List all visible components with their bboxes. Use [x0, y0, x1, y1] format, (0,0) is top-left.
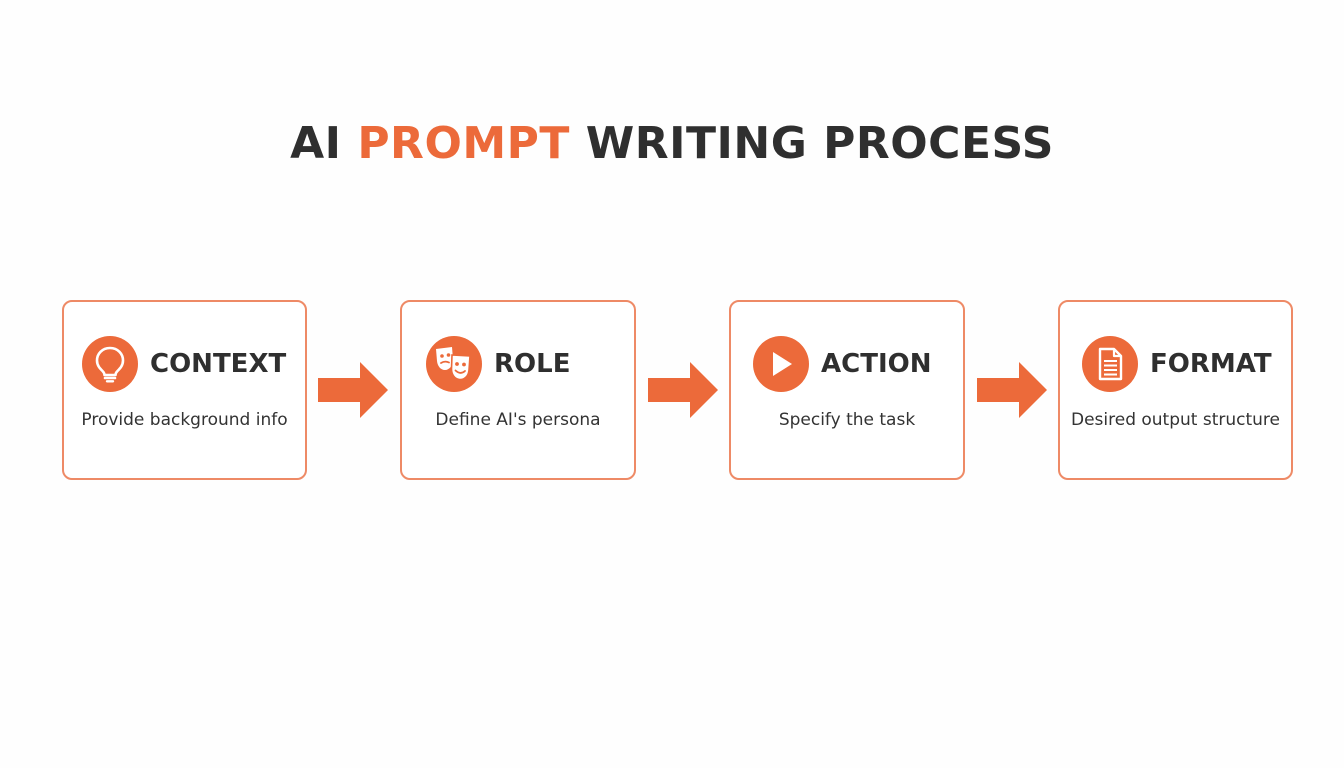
step-action-header: ACTION: [753, 336, 931, 392]
arrow-right-icon: [318, 362, 388, 418]
title-accent: PROMPT: [357, 118, 570, 169]
page-title: AI PROMPT WRITING PROCESS: [0, 118, 1344, 169]
title-suffix: WRITING PROCESS: [569, 118, 1054, 169]
step-context-description: Provide background info: [81, 410, 288, 430]
step-format: FORMAT Desired output structure: [1058, 300, 1293, 480]
step-role-header: ROLE: [426, 336, 570, 392]
arrow-right-icon: [977, 362, 1047, 418]
step-context-header: CONTEXT: [82, 336, 286, 392]
step-role-label: ROLE: [494, 349, 571, 379]
arrow-right-icon: [648, 362, 718, 418]
step-action-description: Specify the task: [778, 410, 916, 430]
step-action-label: ACTION: [821, 349, 932, 379]
step-format-description: Desired output structure: [1070, 410, 1281, 430]
theater-masks-icon: [426, 336, 482, 392]
step-role-description: Define AI's persona: [435, 410, 601, 430]
step-context: CONTEXT Provide background info: [62, 300, 307, 480]
step-action: ACTION Specify the task: [729, 300, 965, 480]
title-prefix: AI: [290, 118, 358, 169]
step-format-header: FORMAT: [1082, 336, 1272, 392]
step-role: ROLE Define AI's persona: [400, 300, 636, 480]
lightbulb-icon: [82, 336, 138, 392]
document-icon: [1082, 336, 1138, 392]
play-icon: [753, 336, 809, 392]
step-context-label: CONTEXT: [150, 349, 287, 379]
step-format-label: FORMAT: [1150, 349, 1272, 379]
